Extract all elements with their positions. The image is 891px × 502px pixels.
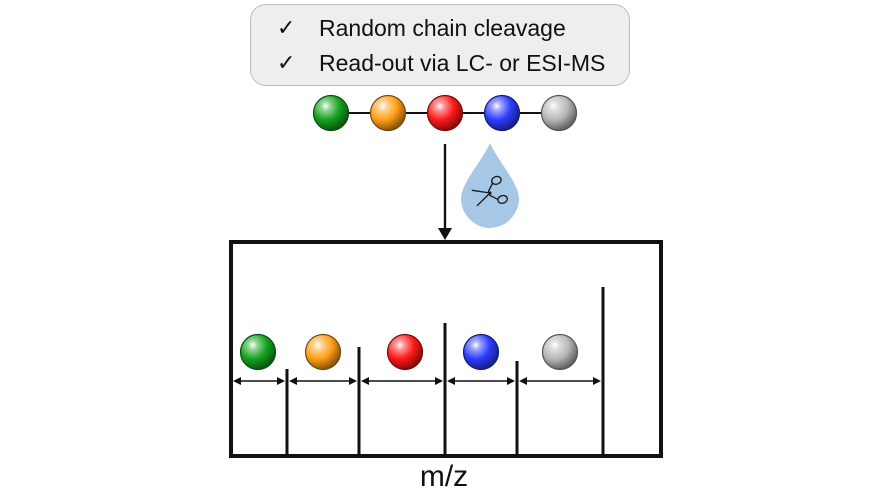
droplet-icon bbox=[461, 143, 519, 228]
scissors-upper-ring bbox=[491, 175, 502, 185]
scissors-upper-blade bbox=[476, 192, 491, 207]
feature-note-text-2: Read-out via LC- or ESI-MS bbox=[319, 50, 606, 76]
spectrum-peaks bbox=[285, 287, 605, 455]
mass-difference-arrow-blue-right bbox=[507, 377, 515, 385]
mass-difference-arrows bbox=[233, 377, 601, 385]
check-icon: ✓ bbox=[277, 50, 296, 76]
chain-bead-orange bbox=[369, 94, 407, 132]
fragment-bead-gray bbox=[541, 333, 579, 371]
fragment-bead-blue bbox=[462, 333, 500, 371]
chain-bead-gray bbox=[540, 94, 578, 132]
scissors-lower-arm bbox=[488, 194, 498, 200]
mass-difference-arrow-green-right bbox=[277, 377, 285, 385]
spectrum-frame bbox=[229, 240, 663, 458]
x-axis-label: m/z bbox=[419, 460, 469, 493]
scissors-icon bbox=[471, 175, 508, 207]
chain-bead-blue bbox=[483, 94, 521, 132]
fragment-beads bbox=[239, 333, 579, 371]
process-arrow-head bbox=[438, 228, 452, 240]
scissors-lower-blade bbox=[471, 189, 491, 194]
scissors-upper-arm bbox=[487, 183, 493, 193]
scissors-lower-ring bbox=[497, 194, 508, 205]
scissors-pivot bbox=[488, 191, 492, 195]
chain-bead-green bbox=[312, 94, 350, 132]
mass-difference-arrow-blue-left bbox=[447, 377, 455, 385]
fragment-bead-red bbox=[386, 333, 424, 371]
feature-note-text-1: Random chain cleavage bbox=[319, 15, 566, 41]
mass-difference-arrow-red-right bbox=[435, 377, 443, 385]
droplet-shape bbox=[461, 143, 519, 228]
feature-note-line-1: ✓ Random chain cleavage bbox=[277, 17, 566, 40]
fragment-bead-orange bbox=[304, 333, 342, 371]
mass-difference-arrow-red-left bbox=[361, 377, 369, 385]
mass-difference-arrow-green-left bbox=[233, 377, 241, 385]
process-arrow bbox=[438, 144, 452, 240]
mass-difference-arrow-orange-left bbox=[289, 377, 297, 385]
top-chain bbox=[312, 94, 578, 132]
mass-difference-arrow-gray-right bbox=[593, 377, 601, 385]
check-icon: ✓ bbox=[277, 15, 296, 41]
chain-bead-red bbox=[426, 94, 464, 132]
feature-note-box: ✓ Random chain cleavage ✓ Read-out via L… bbox=[250, 4, 630, 86]
fragment-bead-green bbox=[239, 333, 277, 371]
mass-difference-arrow-orange-right bbox=[349, 377, 357, 385]
mass-difference-arrow-gray-left bbox=[519, 377, 527, 385]
feature-note-line-2: ✓ Read-out via LC- or ESI-MS bbox=[277, 52, 605, 75]
